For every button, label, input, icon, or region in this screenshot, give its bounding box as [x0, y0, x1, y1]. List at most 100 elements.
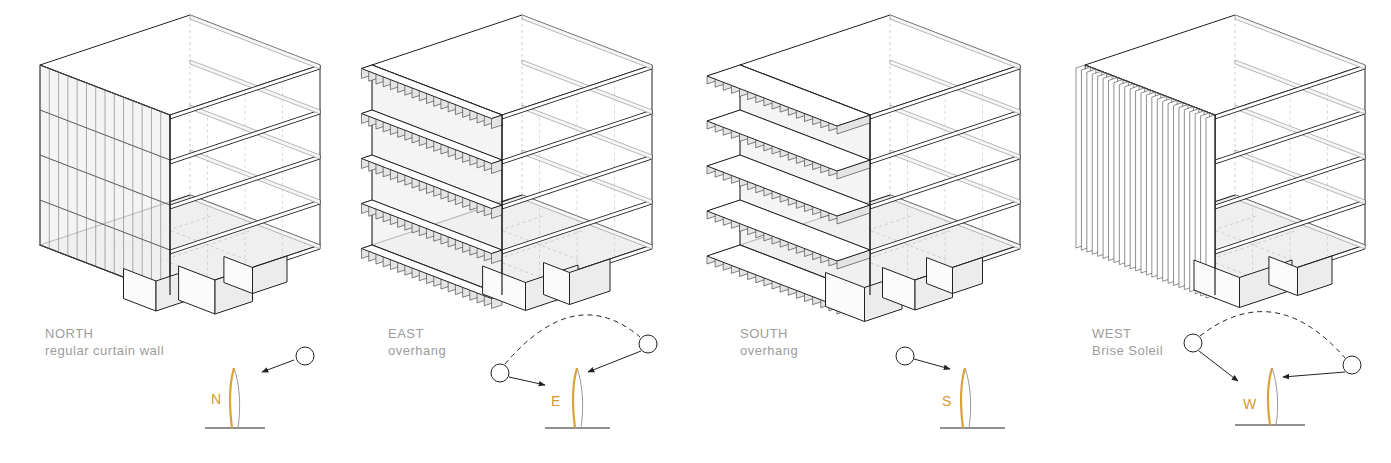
sun-path [505, 315, 640, 364]
core-box [927, 258, 953, 294]
compass-letter: E [551, 394, 560, 409]
core-box [1194, 260, 1240, 308]
building-axonometric [362, 15, 653, 311]
core-box [253, 256, 288, 294]
slab-edge [170, 155, 320, 209]
sun-symbol [1343, 356, 1361, 374]
sun-symbol [896, 347, 914, 365]
core-box [1298, 256, 1333, 296]
mullion [95, 86, 96, 266]
corner-line [501, 115, 502, 295]
orientation-label: NORTH [45, 326, 93, 341]
compass-letter: S [942, 394, 951, 409]
sun-diagram [491, 315, 657, 428]
overhang-shelf [362, 110, 503, 164]
mullion [123, 97, 124, 277]
facade-section [1268, 368, 1272, 425]
mullion [67, 76, 68, 256]
mullion [58, 72, 59, 252]
core-box [179, 266, 215, 314]
slab-edge [502, 155, 652, 209]
overhang-shelf [707, 65, 870, 126]
orientation-label: EAST [388, 326, 424, 341]
mullion [77, 79, 78, 259]
facade-section [965, 368, 971, 428]
strategy-label: overhang [388, 343, 446, 358]
glass-facade [40, 65, 170, 295]
core-box [124, 269, 157, 312]
facade-section [961, 368, 965, 428]
overhang-shelf [362, 155, 503, 209]
sun-ray [588, 351, 641, 372]
facade-section [573, 368, 577, 428]
ground-line [940, 427, 1005, 428]
building-axonometric [707, 15, 1020, 322]
sun-diagram [205, 347, 314, 428]
facade-section [1272, 368, 1278, 425]
core-box [883, 268, 916, 311]
sun-path [1200, 312, 1345, 358]
slab-edge [870, 200, 1020, 254]
sun-symbol [1184, 334, 1202, 352]
slab-edge [502, 65, 652, 119]
mullion [114, 94, 115, 274]
orientation-label: WEST [1092, 326, 1132, 341]
slab-edge [522, 15, 652, 69]
corner-line [1214, 115, 1215, 295]
core-box [224, 257, 253, 294]
facade-section [230, 368, 234, 428]
mullion [132, 101, 133, 281]
facade-section [234, 368, 240, 428]
overhang-shelf [362, 200, 503, 254]
mullion [49, 69, 50, 249]
core-box [544, 263, 570, 305]
building-axonometric [40, 15, 320, 314]
strategy-label: regular curtain wall [45, 343, 164, 358]
compass-letter: N [211, 392, 221, 407]
slab-edge [502, 200, 652, 254]
slab-edge [1215, 200, 1365, 254]
slab-edge [890, 15, 1020, 69]
sun-ray [509, 377, 545, 385]
mullion [142, 104, 143, 284]
core-box [483, 266, 526, 311]
overhang-shelf [362, 65, 503, 119]
slab-edge [502, 110, 652, 164]
ground-line [545, 427, 610, 428]
core-box [826, 273, 865, 322]
strategy-label: overhang [740, 343, 798, 358]
slab-edge [870, 110, 1020, 164]
sun-symbol [639, 335, 657, 353]
slab-edge [870, 65, 1020, 119]
sun-diagram [896, 347, 1005, 428]
core-box [1269, 257, 1298, 296]
slab-edge [170, 110, 320, 164]
core-box [570, 259, 611, 305]
sun-symbol [296, 347, 314, 365]
sun-ray [1283, 372, 1345, 377]
slab-edge [1235, 15, 1365, 69]
sun-symbol [491, 364, 509, 382]
ground-line [205, 427, 265, 428]
slab-edge [1215, 110, 1365, 164]
overhang-shelf [362, 245, 503, 299]
slab-edge [1215, 65, 1365, 119]
slab-edge [1215, 155, 1365, 209]
slab-edge [190, 15, 320, 69]
corner-line [869, 115, 870, 295]
compass-letter: W [1243, 397, 1256, 412]
facade-section [577, 368, 583, 428]
mullion [86, 83, 87, 263]
mullion [105, 90, 106, 270]
orientation-label: SOUTH [740, 326, 788, 341]
strategy-label: Brise Soleil [1092, 343, 1163, 358]
mullion [151, 108, 152, 288]
core-box [953, 258, 983, 294]
slab-edge [870, 155, 1020, 209]
sun-ray [914, 359, 950, 369]
building-axonometric [1076, 15, 1365, 308]
sun-ray [1199, 351, 1238, 381]
slab-edge [170, 65, 320, 119]
